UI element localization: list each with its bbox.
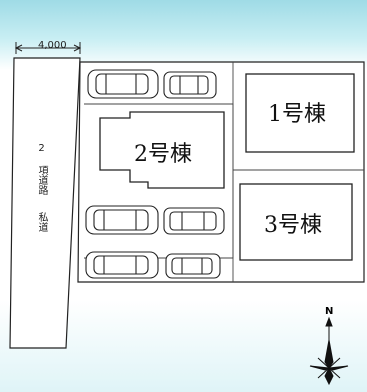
compass-rose-icon bbox=[309, 316, 349, 386]
car-small-2 bbox=[163, 207, 225, 235]
building-2-label: 2号棟 bbox=[134, 142, 192, 167]
building-2-outline bbox=[99, 111, 225, 189]
building-1-outline bbox=[245, 73, 355, 153]
road-label-number: 2 bbox=[36, 143, 47, 154]
building-3-outline bbox=[239, 183, 353, 261]
road-width-label: 4,000 bbox=[38, 40, 67, 51]
car-large-2 bbox=[85, 205, 159, 235]
building-3-label: 3号棟 bbox=[264, 213, 322, 238]
road-label-type: 項道路 bbox=[36, 165, 47, 195]
building-1-label: 1号棟 bbox=[268, 102, 326, 127]
road-label-private: 私道 bbox=[36, 212, 47, 232]
road-width-dimension bbox=[14, 42, 82, 54]
car-large-1 bbox=[87, 69, 159, 99]
north-label: N bbox=[325, 306, 334, 317]
road-label: 2 項道路 私道 bbox=[35, 143, 48, 232]
road bbox=[9, 57, 81, 349]
car-small-1 bbox=[163, 71, 217, 99]
car-large-3 bbox=[85, 251, 159, 279]
car-small-3 bbox=[165, 253, 221, 279]
